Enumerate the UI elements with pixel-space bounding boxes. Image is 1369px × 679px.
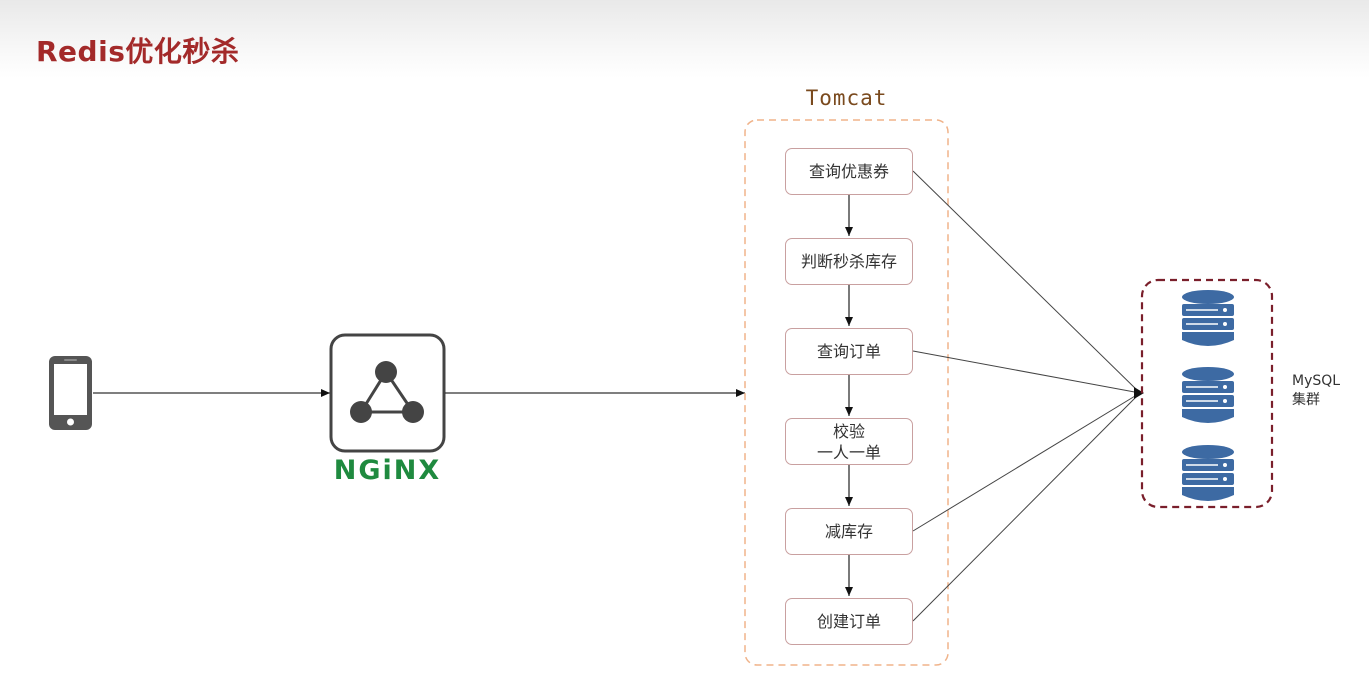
nginx-label: NGiNX	[333, 455, 442, 486]
mysql-cluster-label: MySQL 集群	[1292, 372, 1340, 410]
mysql-cluster-container	[1140, 278, 1274, 509]
page-title: Redis优化秒杀	[36, 35, 240, 68]
step-check-seckill-stock: 判断秒杀库存	[785, 238, 913, 285]
tomcat-label: Tomcat	[805, 86, 888, 110]
step-verify-one-per-user: 校验 一人一单	[785, 418, 913, 465]
nginx-icon	[329, 333, 446, 453]
database-icon	[1182, 445, 1234, 501]
phone-icon	[49, 356, 92, 430]
db-line-reduce-stock	[912, 392, 1141, 532]
step-query-order: 查询订单	[785, 328, 913, 375]
step-create-order: 创建订单	[785, 598, 913, 645]
mysql-label-line1: MySQL	[1292, 373, 1341, 389]
step-query-coupon: 查询优惠券	[785, 148, 913, 195]
db-access-lines	[912, 170, 1144, 622]
header-background	[0, 0, 1369, 78]
database-icon	[1182, 367, 1234, 423]
db-line-create-order	[912, 392, 1141, 622]
mysql-label-line2: 集群	[1292, 392, 1320, 408]
db-line-query-order	[912, 350, 1141, 394]
database-icon	[1182, 290, 1234, 346]
step-reduce-stock: 减库存	[785, 508, 913, 555]
db-line-query-coupon	[912, 170, 1141, 394]
tomcat-container	[744, 119, 949, 666]
